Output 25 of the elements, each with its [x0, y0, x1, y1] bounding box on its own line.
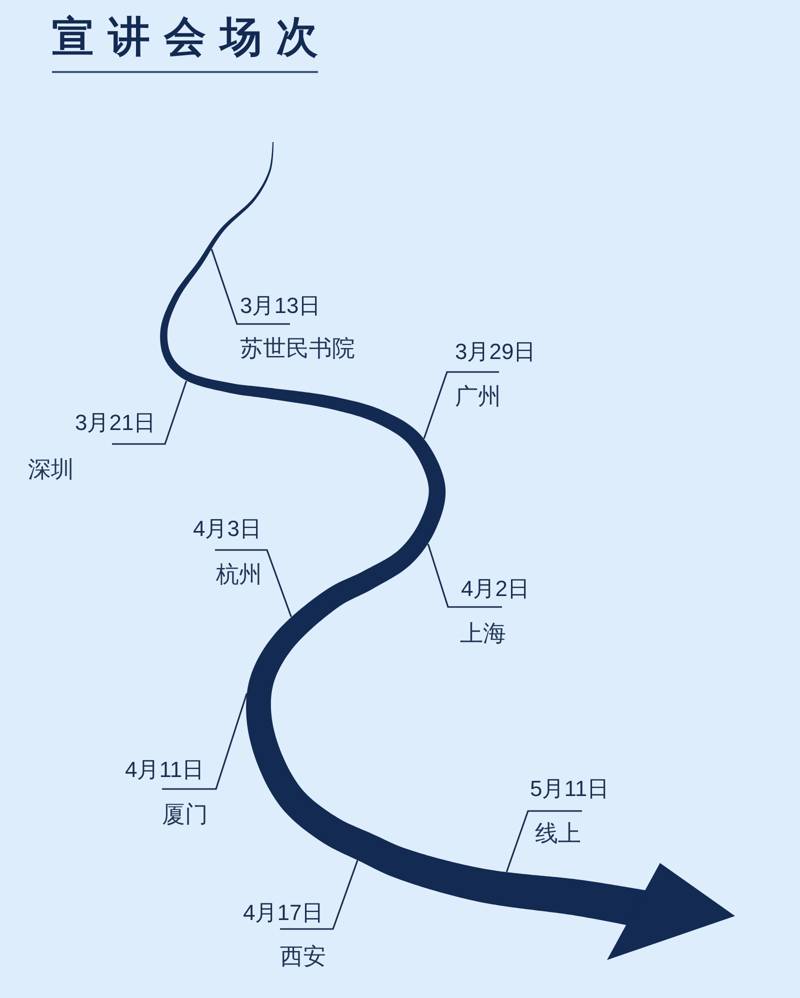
- leader-line: [506, 810, 582, 872]
- date-label: 4月2日: [461, 576, 530, 602]
- date-label: 4月3日: [193, 516, 262, 542]
- place-label: 上海: [460, 620, 506, 646]
- place-label: 广州: [455, 383, 501, 410]
- leader-line: [210, 248, 290, 325]
- place-label: 西安: [280, 943, 326, 970]
- date-label: 3月13日: [240, 293, 321, 318]
- leader-line: [427, 544, 502, 608]
- leader-line: [215, 549, 292, 618]
- place-label: 线上: [535, 820, 581, 846]
- date-label: 3月21日: [75, 410, 156, 436]
- leader-line: [280, 860, 358, 930]
- title-heading: 宣讲会场次: [52, 12, 318, 62]
- date-label: 4月11日: [125, 757, 204, 782]
- place-label: 苏世民书院: [240, 335, 355, 362]
- leader-line: [162, 693, 248, 790]
- place-label: 杭州: [216, 561, 262, 588]
- date-label: 4月17日: [243, 900, 324, 926]
- date-label: 3月29日: [455, 339, 536, 364]
- place-label: 深圳: [28, 456, 74, 482]
- date-label: 5月11日: [530, 776, 610, 802]
- leader-line: [423, 371, 499, 439]
- place-label: 厦门: [162, 801, 208, 828]
- leader-line: [112, 380, 188, 445]
